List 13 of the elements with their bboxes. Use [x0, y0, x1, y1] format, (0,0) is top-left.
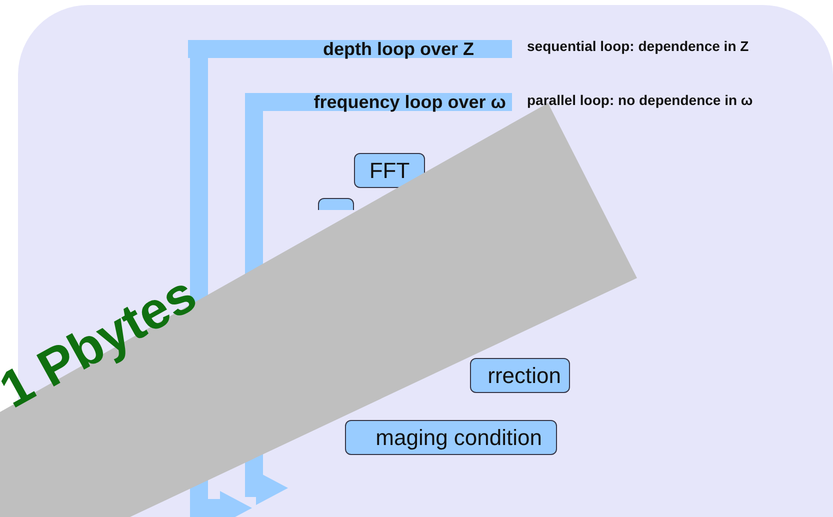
process-box [345, 420, 557, 455]
annotation: parallel loop: no dependence in ω [527, 92, 753, 108]
step-label: rrection [488, 362, 561, 388]
loop-band [245, 93, 512, 111]
process-box [470, 358, 570, 393]
process-box [318, 198, 354, 210]
step-label: FFT [369, 158, 410, 184]
loop-title: depth loop over Z [323, 38, 474, 60]
step-label: maging condition [376, 424, 542, 450]
loop-band [188, 40, 512, 58]
annotation: sequential loop: dependence in Z [527, 38, 749, 54]
loop-title: frequency loop over ω [314, 92, 506, 112]
process-box [354, 153, 425, 188]
